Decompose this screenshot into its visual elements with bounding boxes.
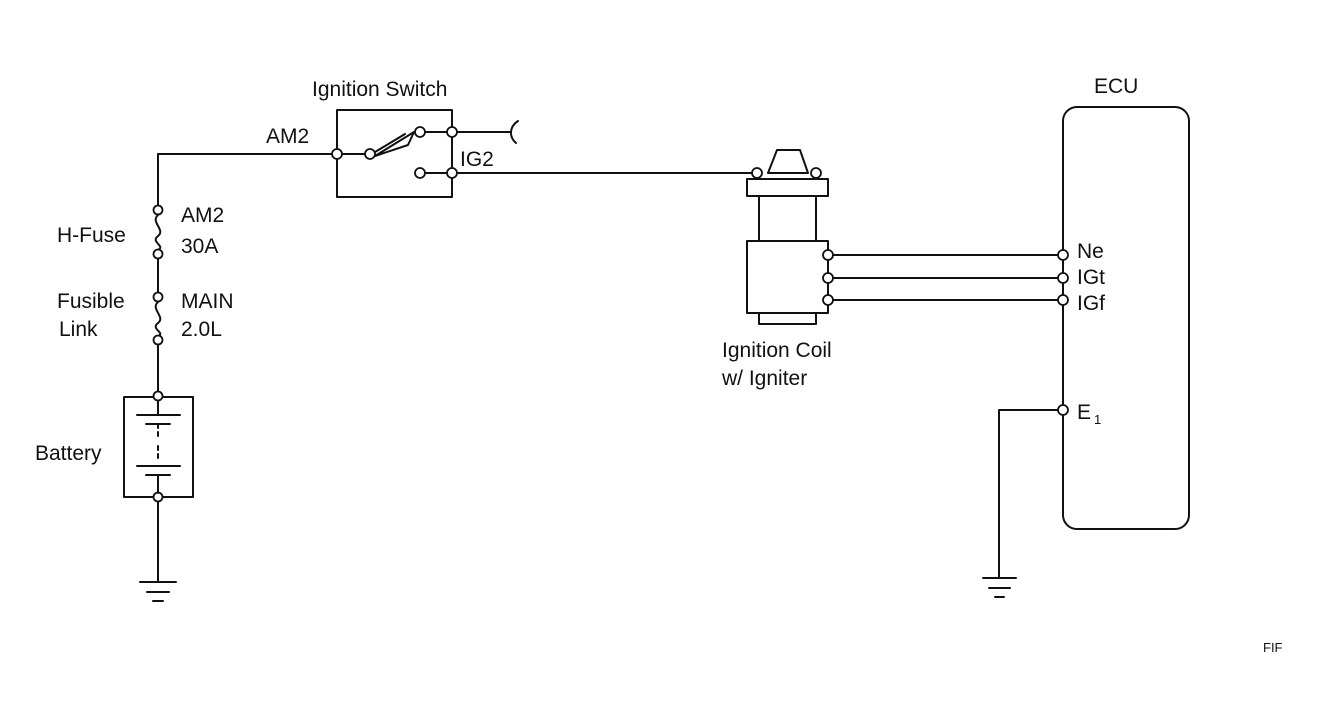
fusible-link-main [152, 291, 164, 346]
ne-terminal-label: Ne [1077, 240, 1104, 263]
power-feed-wiring [157, 153, 338, 583]
h-fuse-am2 [152, 204, 164, 260]
hfuse-label: H-Fuse [57, 224, 126, 247]
am2-fuse-rating: 30A [181, 235, 218, 258]
coil-label-line2: w/ Igniter [721, 367, 807, 390]
ecu-label: ECU [1094, 75, 1138, 98]
ignition-coil [746, 149, 834, 325]
ignition-switch-label: Ignition Switch [312, 78, 447, 101]
e1-ground-wire [982, 409, 1059, 598]
main-fuse-rating: 2.0L [181, 318, 222, 341]
am2-terminal-label: AM2 [266, 125, 309, 148]
ignition-switch [331, 109, 519, 198]
fusible-label: Fusible [57, 290, 125, 313]
ecu-box [1057, 106, 1190, 530]
battery-label: Battery [35, 442, 102, 465]
corner-mark: FIF [1263, 640, 1283, 655]
e1-terminal-subscript: 1 [1094, 412, 1101, 427]
e1-terminal-label: E [1077, 401, 1091, 424]
coil-label-line1: Ignition Coil [722, 339, 832, 362]
am2-fuse-name: AM2 [181, 204, 224, 227]
battery-symbol [123, 390, 194, 503]
igf-terminal-label: IGf [1077, 292, 1105, 315]
ig2-terminal-label: IG2 [460, 148, 494, 171]
signal-wires [832, 254, 1059, 301]
link-label: Link [59, 318, 98, 341]
igt-terminal-label: IGt [1077, 266, 1105, 289]
ground-symbol-left [139, 581, 177, 602]
main-fuse-name: MAIN [181, 290, 234, 313]
